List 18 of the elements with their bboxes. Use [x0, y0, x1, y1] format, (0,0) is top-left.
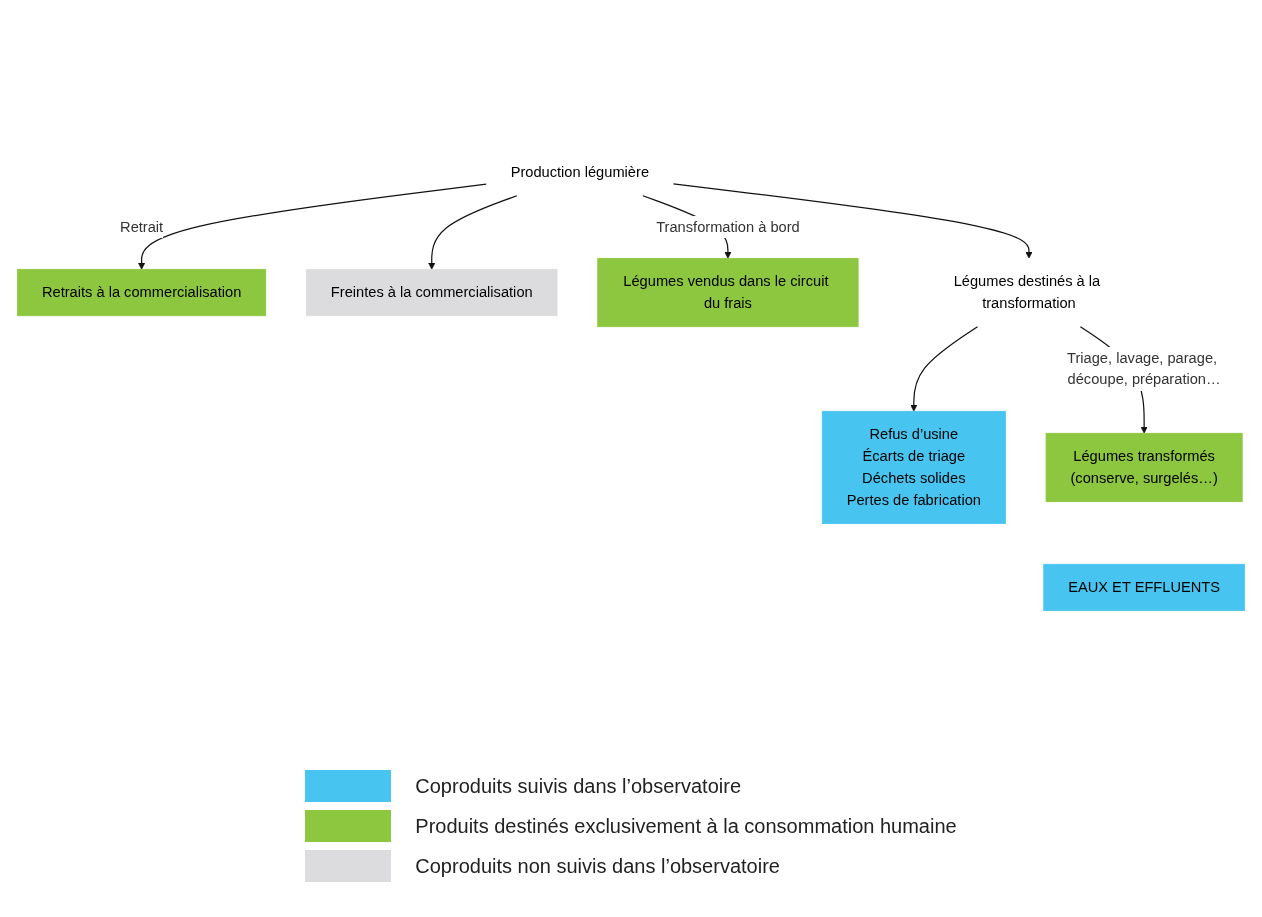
arrow [138, 183, 487, 270]
legend-label: Produits destinés exclusivement à la consommation humaine [415, 814, 957, 838]
edge-label: Transformation à bord [656, 218, 800, 235]
arrow [910, 326, 979, 412]
legend-label: Coproduits non suivis dans l’observatoire [415, 854, 780, 878]
node-box: Refus d’usine Écarts de triage Déchets solides Pertes de fabrication [821, 410, 1006, 524]
node-box: Légumes transformés (conserve, surgelés…) [1045, 432, 1243, 503]
legend-label: Coproduits suivis dans l’observatoire [415, 774, 741, 798]
node-box: Légumes vendus dans le circuit du frais [597, 257, 859, 328]
arrow [428, 195, 518, 270]
node-box: Freintes à la commercialisation [306, 268, 558, 317]
edge-label: Retrait [120, 218, 164, 235]
edge-label: Triage, lavage, parage, découpe, préparation… [1067, 349, 1221, 388]
node-text: Légumes destinés à la transformation [953, 273, 1101, 312]
node-box: EAUX ET EFFLUENTS [1043, 563, 1245, 612]
arrow [672, 183, 1033, 259]
node-text: Production légumière [510, 163, 650, 181]
node-box: Retraits à la commercialisation [17, 268, 267, 317]
